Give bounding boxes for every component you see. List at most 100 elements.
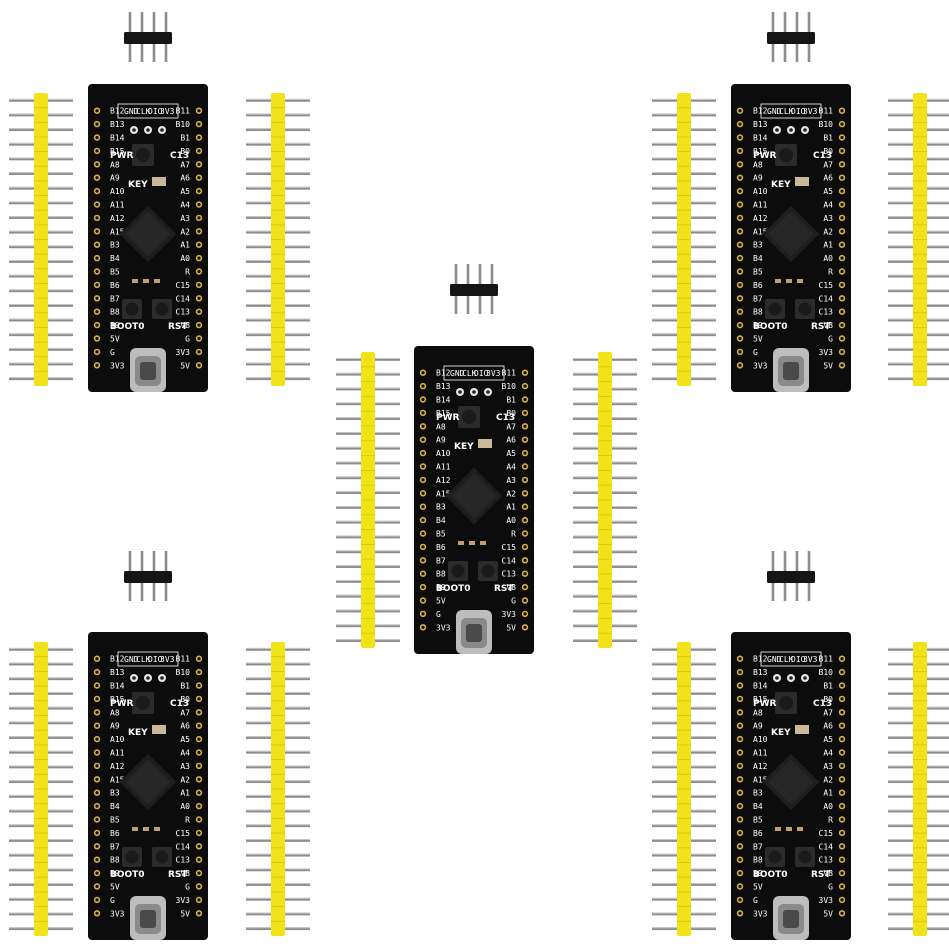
pin-hole bbox=[197, 791, 201, 795]
swd-label: CLK bbox=[779, 107, 794, 116]
pin-label: C15 bbox=[176, 281, 191, 290]
power-led-label: PWR bbox=[753, 699, 777, 709]
small-pin-header bbox=[124, 12, 172, 62]
pin-hole bbox=[738, 269, 742, 274]
smd-component bbox=[786, 827, 792, 831]
pin-label: B10 bbox=[819, 668, 834, 677]
boot-button-cap bbox=[768, 850, 782, 864]
pin-label: B9 bbox=[436, 583, 446, 592]
pin-hole bbox=[523, 464, 527, 469]
pin-hole bbox=[840, 750, 844, 755]
pin-hole bbox=[95, 737, 99, 741]
pin-hole bbox=[738, 323, 742, 327]
swd-outline bbox=[760, 651, 822, 667]
pin-hole bbox=[421, 545, 425, 549]
pin-hole bbox=[95, 310, 99, 314]
pin-label: R bbox=[828, 816, 833, 825]
pin-hole bbox=[95, 283, 99, 287]
pin-hole bbox=[95, 336, 99, 341]
pin-label: 5V bbox=[823, 361, 833, 370]
swd-hole bbox=[160, 676, 164, 680]
pin-hole bbox=[421, 518, 425, 522]
pin-hole bbox=[95, 269, 99, 274]
pin-label: A3 bbox=[823, 762, 833, 771]
pin-hole bbox=[421, 625, 425, 629]
pin-label: B7 bbox=[753, 842, 763, 851]
swd-hole bbox=[146, 128, 150, 132]
pin-hole bbox=[523, 518, 527, 522]
pin-label: A4 bbox=[823, 201, 833, 210]
smd-component bbox=[469, 541, 475, 545]
pin-hole bbox=[95, 122, 99, 126]
crystal bbox=[795, 725, 809, 734]
pin-hole bbox=[421, 411, 425, 415]
pin-hole bbox=[738, 911, 742, 915]
pin-label: G bbox=[110, 896, 115, 905]
pin-label: B15 bbox=[753, 147, 768, 156]
pin-hole bbox=[738, 737, 742, 741]
pin-hole bbox=[840, 229, 844, 233]
pin-label: B6 bbox=[110, 281, 120, 290]
pin-label: A0 bbox=[506, 516, 516, 525]
smd-component bbox=[154, 279, 160, 283]
pin-label: A0 bbox=[823, 254, 833, 263]
pin-label: R bbox=[185, 816, 190, 825]
pin-hole bbox=[738, 777, 742, 781]
pin-hole bbox=[197, 229, 201, 233]
pin-hole bbox=[840, 216, 844, 220]
pin-label: B4 bbox=[753, 254, 763, 263]
smd-component bbox=[132, 827, 138, 831]
pin-hole bbox=[840, 162, 844, 166]
pin-label: C13 bbox=[176, 308, 191, 317]
pin-label: B14 bbox=[753, 682, 768, 691]
pin-hole bbox=[738, 898, 742, 902]
header-plastic bbox=[124, 571, 172, 583]
swd-label: CLK bbox=[779, 655, 794, 664]
pin-hole bbox=[197, 710, 201, 714]
pin-label: C14 bbox=[176, 294, 191, 303]
pin-hole bbox=[523, 491, 527, 495]
smd-component bbox=[458, 541, 464, 545]
board-kit-top-left: B12B13B14B15A8A9A10A11A12A15B3B4B5B6B7B8… bbox=[9, 12, 310, 392]
pin-hole bbox=[197, 670, 201, 674]
pin-hole bbox=[523, 572, 527, 576]
pin-label: B8 bbox=[753, 308, 763, 317]
right-pin-header bbox=[246, 642, 310, 936]
pin-label: A9 bbox=[753, 174, 763, 183]
swd-hole bbox=[775, 676, 779, 680]
pin-label: B1 bbox=[180, 134, 190, 143]
pin-label: A6 bbox=[823, 174, 833, 183]
pin-label: 3V3 bbox=[819, 348, 834, 357]
smd-component bbox=[786, 279, 792, 283]
pin-hole bbox=[738, 657, 742, 661]
pin-hole bbox=[197, 884, 201, 889]
pin-label: B14 bbox=[110, 682, 125, 691]
swd-label: 3V3 bbox=[803, 107, 818, 116]
pin-label: R bbox=[828, 268, 833, 277]
pin-hole bbox=[738, 109, 742, 113]
pin-hole bbox=[523, 612, 527, 616]
pin-label: A11 bbox=[436, 463, 451, 472]
pin-hole bbox=[840, 269, 844, 274]
pin-hole bbox=[197, 162, 201, 166]
boot-button-cap bbox=[768, 302, 782, 316]
reset2-button-cap bbox=[798, 850, 812, 864]
pin-hole bbox=[197, 804, 201, 808]
pin-hole bbox=[421, 598, 425, 603]
pin-label: B9 bbox=[753, 321, 763, 330]
usb-c-tongue bbox=[783, 362, 799, 380]
pin-hole bbox=[738, 871, 742, 875]
pin-label: A4 bbox=[180, 201, 190, 210]
swd-label: CLK bbox=[136, 107, 151, 116]
reset2-button-cap bbox=[155, 850, 169, 864]
pin-hole bbox=[840, 243, 844, 247]
pin-label: B12 bbox=[753, 107, 768, 116]
pin-label: B8 bbox=[110, 308, 120, 317]
pin-label: A7 bbox=[180, 160, 190, 169]
pin-label: A2 bbox=[823, 775, 833, 784]
pin-label: 3V3 bbox=[436, 623, 451, 632]
boot-button-cap bbox=[451, 564, 465, 578]
pin-label: B3 bbox=[436, 503, 446, 512]
smd-component bbox=[143, 827, 149, 831]
pin-label: B0 bbox=[506, 409, 516, 418]
